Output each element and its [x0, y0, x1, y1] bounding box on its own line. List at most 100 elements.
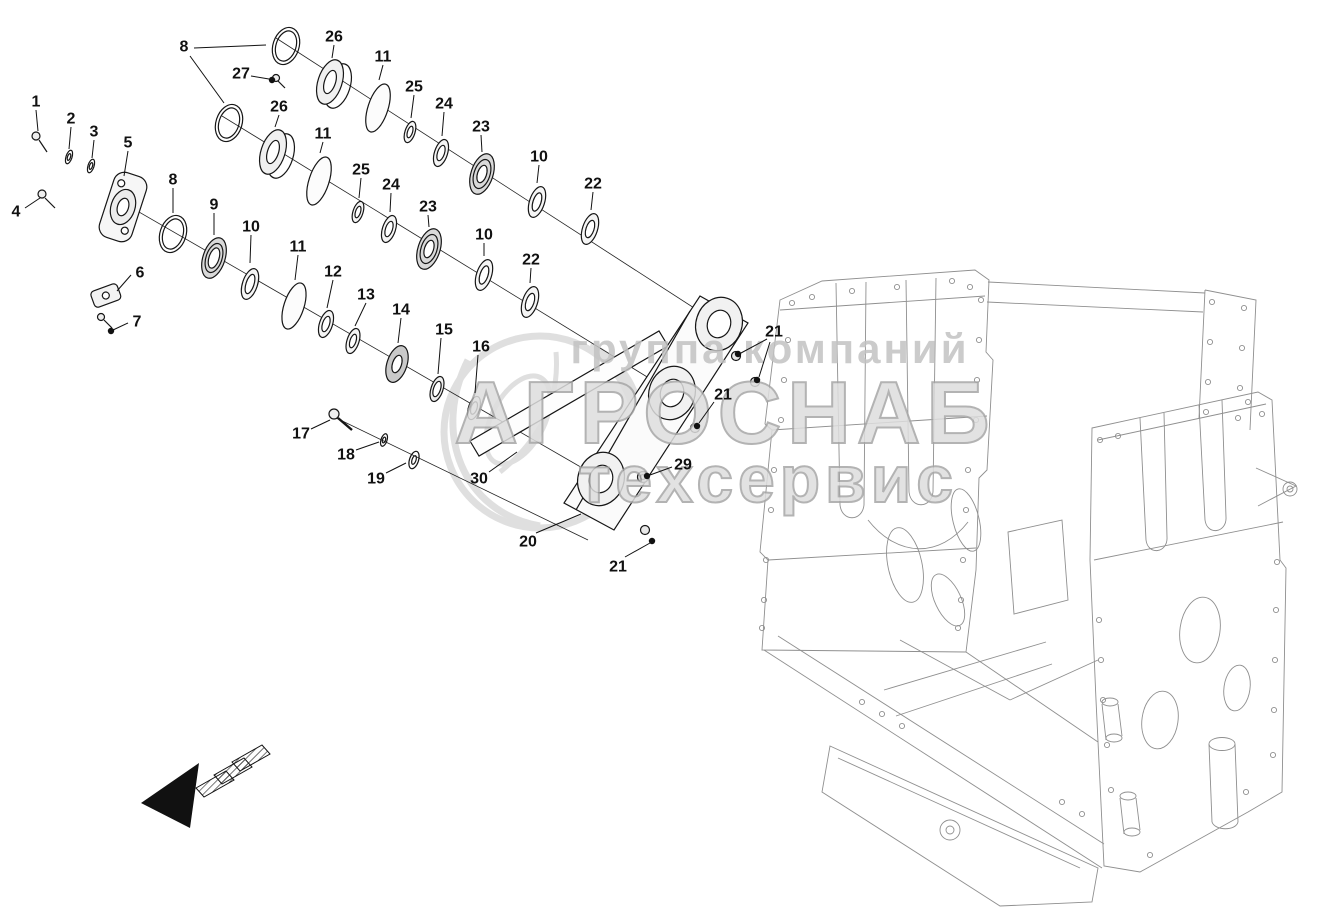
leader-line	[123, 150, 129, 177]
callout-1: 1	[32, 94, 41, 132]
washer	[345, 327, 361, 355]
leader-line	[24, 197, 41, 209]
leader-line	[427, 214, 430, 228]
leader-line	[536, 164, 540, 184]
part-number-label: 9	[210, 197, 219, 214]
part-number-label: 21	[714, 387, 732, 404]
bolt	[96, 312, 113, 329]
callout-8: 8	[169, 172, 178, 213]
retaining-ring	[158, 214, 188, 254]
leader-line	[91, 139, 95, 159]
leader-line	[358, 177, 362, 199]
exploded-row-middle	[214, 103, 540, 318]
leader-line	[274, 114, 280, 128]
leader-line	[326, 279, 334, 309]
leader-line	[590, 191, 594, 211]
callout-10: 10	[475, 227, 493, 256]
part-number-label: 22	[522, 252, 540, 269]
callout-16: 16	[472, 339, 490, 394]
part-number-label: 12	[324, 264, 342, 281]
callout-22: 22	[584, 176, 602, 211]
callout-19: 19	[367, 462, 407, 488]
leader-line	[758, 341, 771, 378]
leader-line	[354, 302, 367, 327]
part-number-label: 6	[136, 265, 145, 282]
leader-line	[68, 126, 72, 150]
part-number-label: 24	[382, 177, 400, 194]
part-number-label: 10	[242, 219, 260, 236]
bolt	[31, 131, 48, 153]
callout-18: 18	[337, 441, 380, 464]
callout-24: 24	[382, 177, 400, 213]
part-number-label: 13	[357, 287, 375, 304]
callout-29: 29	[643, 457, 692, 480]
watermark-line1: группа компаний	[570, 325, 969, 372]
watermark-line2: АГРОСНАБ	[454, 363, 995, 462]
part-number-label: 27	[232, 66, 250, 83]
bearing-eye-bottom	[576, 451, 651, 536]
leader-line	[310, 419, 331, 430]
callout-5: 5	[123, 135, 133, 177]
part-number-label: 10	[530, 149, 548, 166]
leader-line	[698, 401, 715, 424]
callout-9: 9	[210, 197, 219, 235]
callout-12: 12	[324, 264, 342, 309]
callout-8: 8	[180, 39, 267, 104]
part-number-label: 15	[435, 322, 453, 339]
part-number-label: 25	[352, 162, 370, 179]
part-number-label: 14	[392, 302, 410, 319]
washer	[86, 158, 96, 174]
washer	[429, 375, 445, 403]
washer	[403, 120, 417, 144]
seal-disc	[306, 156, 332, 206]
part-number-label: 18	[337, 447, 355, 464]
part-number-label: 26	[325, 29, 343, 46]
callout-30: 30	[470, 451, 518, 488]
part-number-label: 30	[470, 471, 488, 488]
callout-17: 17	[292, 419, 331, 443]
seal-disc	[281, 282, 307, 330]
part-number-label: 5	[124, 135, 133, 152]
callout-10: 10	[242, 219, 260, 264]
leader-line	[116, 274, 132, 292]
leader-dot	[268, 76, 276, 84]
callout-22: 22	[522, 252, 540, 284]
leader-line	[529, 267, 532, 284]
part-number-label: 4	[12, 204, 21, 221]
seal-disc	[365, 83, 391, 133]
hex-bolt	[328, 408, 353, 431]
part-number-label: 20	[519, 534, 537, 551]
washer	[474, 259, 494, 291]
callout-15: 15	[435, 322, 453, 375]
part-number-label: 21	[609, 559, 627, 576]
leader-line	[474, 354, 479, 394]
leader-line	[294, 254, 299, 281]
part-number-label: 26	[270, 99, 288, 116]
retaining-ring	[271, 26, 301, 66]
callout-26: 26	[270, 99, 288, 128]
leader-line	[385, 462, 407, 474]
leader-line	[193, 44, 267, 49]
bushing	[258, 129, 296, 179]
washer	[408, 450, 420, 470]
leader-dot	[648, 537, 656, 545]
leader-line	[355, 441, 380, 451]
callout-14: 14	[392, 302, 410, 344]
exploded-row-bottom	[31, 131, 482, 470]
washer	[520, 286, 540, 318]
callout-21: 21	[693, 387, 732, 430]
leader-dot	[753, 376, 761, 384]
part-number-label: 2	[67, 111, 76, 128]
callout-13: 13	[354, 287, 375, 327]
part-number-label: 3	[90, 124, 99, 141]
callout-3: 3	[90, 124, 99, 159]
callout-20: 20	[519, 513, 582, 551]
part-number-label: 11	[315, 126, 332, 143]
callout-4: 4	[12, 197, 41, 221]
part-number-label: 7	[133, 314, 142, 331]
callout-7: 7	[107, 314, 142, 335]
part-number-label: 29	[674, 457, 692, 474]
leader-line	[740, 338, 768, 354]
